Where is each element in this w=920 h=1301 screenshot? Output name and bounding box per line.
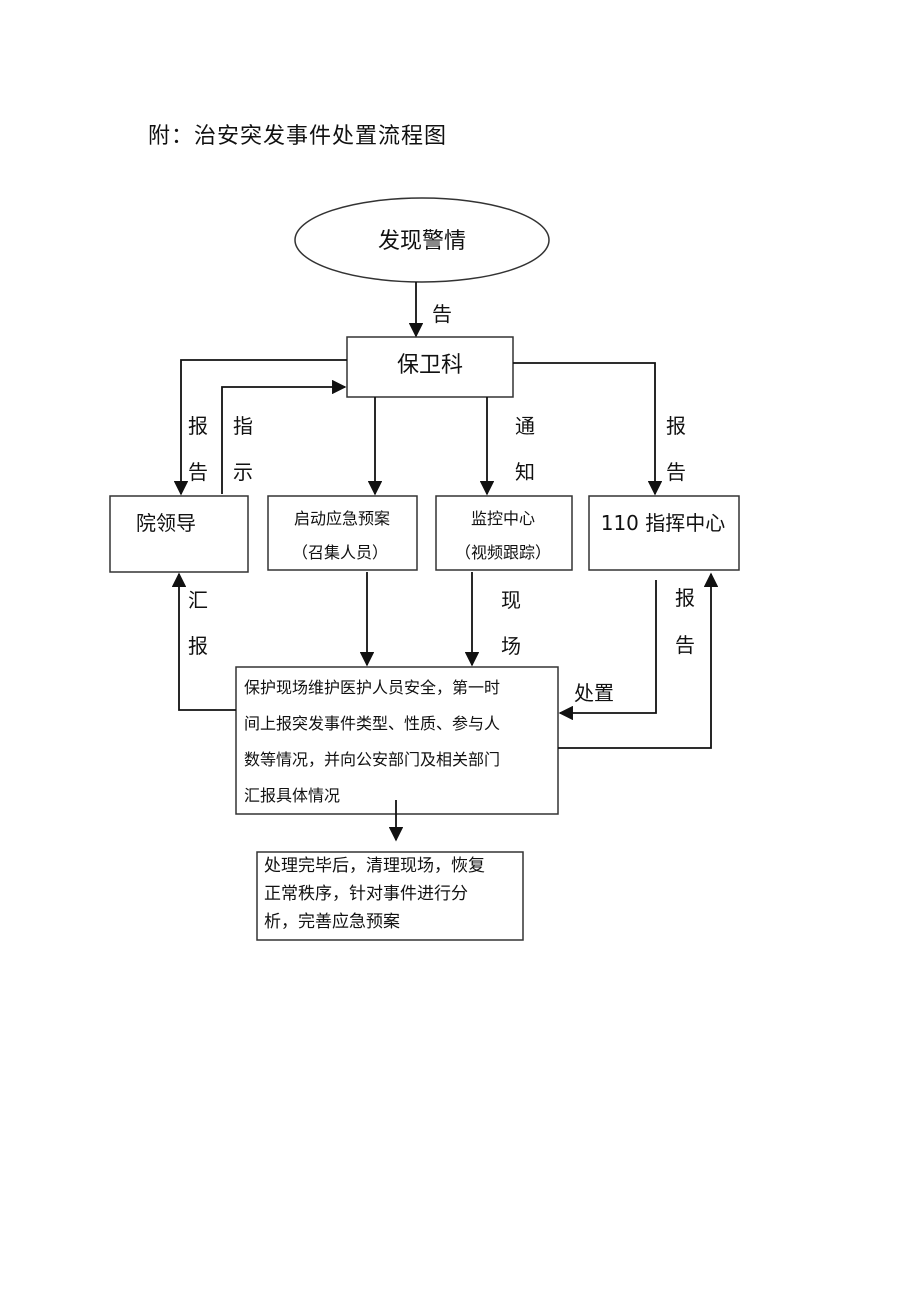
node-leader-label: 院领导 bbox=[136, 511, 196, 535]
edge-label-report-left-1: 报 bbox=[188, 414, 208, 438]
edge-command-to-protect bbox=[558, 580, 657, 721]
protect-line: 保护现场维护医护人员安全，第一时 bbox=[244, 678, 501, 697]
node-monitor: 监控中心 （视频跟踪） bbox=[435, 495, 573, 571]
edge-label-report-right-1: 报 bbox=[666, 414, 686, 438]
node-security: 保卫科 bbox=[346, 336, 514, 398]
protect-line: 数等情况，并向公安部门及相关部门 bbox=[244, 750, 501, 769]
node-plan: 启动应急预案 （召集人员） bbox=[267, 495, 418, 571]
node-plan-label-2: （召集人员） bbox=[292, 543, 388, 562]
node-protect bbox=[235, 666, 559, 815]
node-command-label: 110 指挥中心 bbox=[601, 511, 726, 535]
node-plan-label-1: 启动应急预案 bbox=[294, 509, 390, 528]
edge-protect-to-command bbox=[558, 572, 719, 749]
node-leader: 院领导 bbox=[109, 495, 249, 573]
edge-label-gao: 告 bbox=[432, 302, 452, 326]
node-command: 110 指挥中心 bbox=[588, 495, 740, 571]
edge-protect-to-leader bbox=[171, 572, 236, 711]
edge-label-instruct-2: 示 bbox=[233, 460, 253, 484]
edge-label-dispose: 处置 bbox=[574, 681, 614, 705]
protect-line: 间上报突发事件类型、性质、参与人 bbox=[244, 714, 501, 733]
edge-security-to-leader bbox=[173, 359, 347, 496]
edge-label-summary-2: 报 bbox=[188, 634, 208, 658]
node-discover: 发现警情 bbox=[294, 197, 550, 283]
edge-label-instruct-1: 指 bbox=[233, 414, 253, 438]
protect-line: 汇报具体情况 bbox=[244, 786, 341, 805]
node-discover-label: 发现警情 bbox=[378, 229, 466, 254]
edge-label-report-lower-1: 报 bbox=[675, 586, 695, 610]
node-security-label: 保卫科 bbox=[397, 353, 463, 378]
finish-line: 正常秩序，针对事件进行分 bbox=[264, 884, 468, 904]
page-title: 附：治安突发事件处置流程图 bbox=[148, 124, 448, 149]
node-monitor-label-1: 监控中心 bbox=[471, 509, 535, 528]
protect-text: 保护现场维护医护人员安全，第一时 间上报突发事件类型、性质、参与人 数等情况，并… bbox=[244, 670, 554, 814]
edge-label-report-right-2: 告 bbox=[666, 460, 686, 484]
node-finish bbox=[256, 851, 524, 941]
node-monitor-label-2: （视频跟踪） bbox=[455, 543, 551, 562]
edge-label-summary-1: 汇 bbox=[188, 588, 208, 612]
finish-line: 处理完毕后，清理现场，恢复 bbox=[264, 856, 485, 876]
edge-label-notify-2: 知 bbox=[515, 460, 535, 484]
edge-label-scene-1: 现 bbox=[501, 588, 521, 612]
edge-label-report-left-2: 告 bbox=[188, 460, 208, 484]
edge-leader-to-security bbox=[221, 379, 347, 494]
edge-label-notify-1: 通 bbox=[515, 414, 535, 438]
edge-label-report-lower-2: 告 bbox=[675, 633, 695, 657]
finish-line: 析，完善应急预案 bbox=[264, 912, 400, 932]
edge-label-scene-2: 场 bbox=[501, 634, 521, 658]
finish-text: 处理完毕后，清理现场，恢复 正常秩序，针对事件进行分 析，完善应急预案 bbox=[264, 852, 519, 936]
edge-security-to-command bbox=[513, 362, 663, 496]
